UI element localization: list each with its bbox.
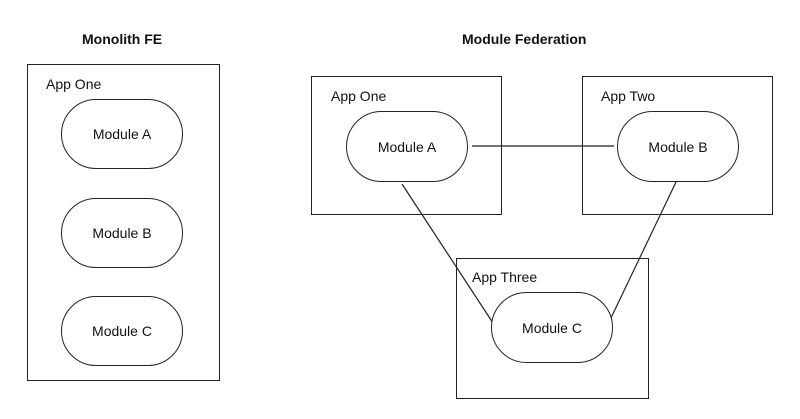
federation-app-three-container <box>456 258 649 399</box>
federation-app-three-label: App Three <box>472 269 538 285</box>
monolith-module-c: Module C <box>61 296 183 366</box>
federation-module-b: Module B <box>617 111 739 182</box>
monolith-module-a: Module A <box>61 99 183 169</box>
federation-module-c: Module C <box>491 292 613 363</box>
federation-module-a: Module A <box>346 111 468 182</box>
federation-app-one-label: App One <box>331 88 387 104</box>
monolith-app-label: App One <box>46 76 102 92</box>
monolith-app-container <box>27 64 220 381</box>
federation-app-one-container <box>311 76 502 215</box>
federation-app-two-label: App Two <box>601 88 656 104</box>
federation-app-two-container <box>582 76 773 215</box>
federation-heading: Module Federation <box>462 31 587 47</box>
monolith-module-b: Module B <box>61 198 183 268</box>
monolith-heading: Monolith FE <box>82 31 163 47</box>
